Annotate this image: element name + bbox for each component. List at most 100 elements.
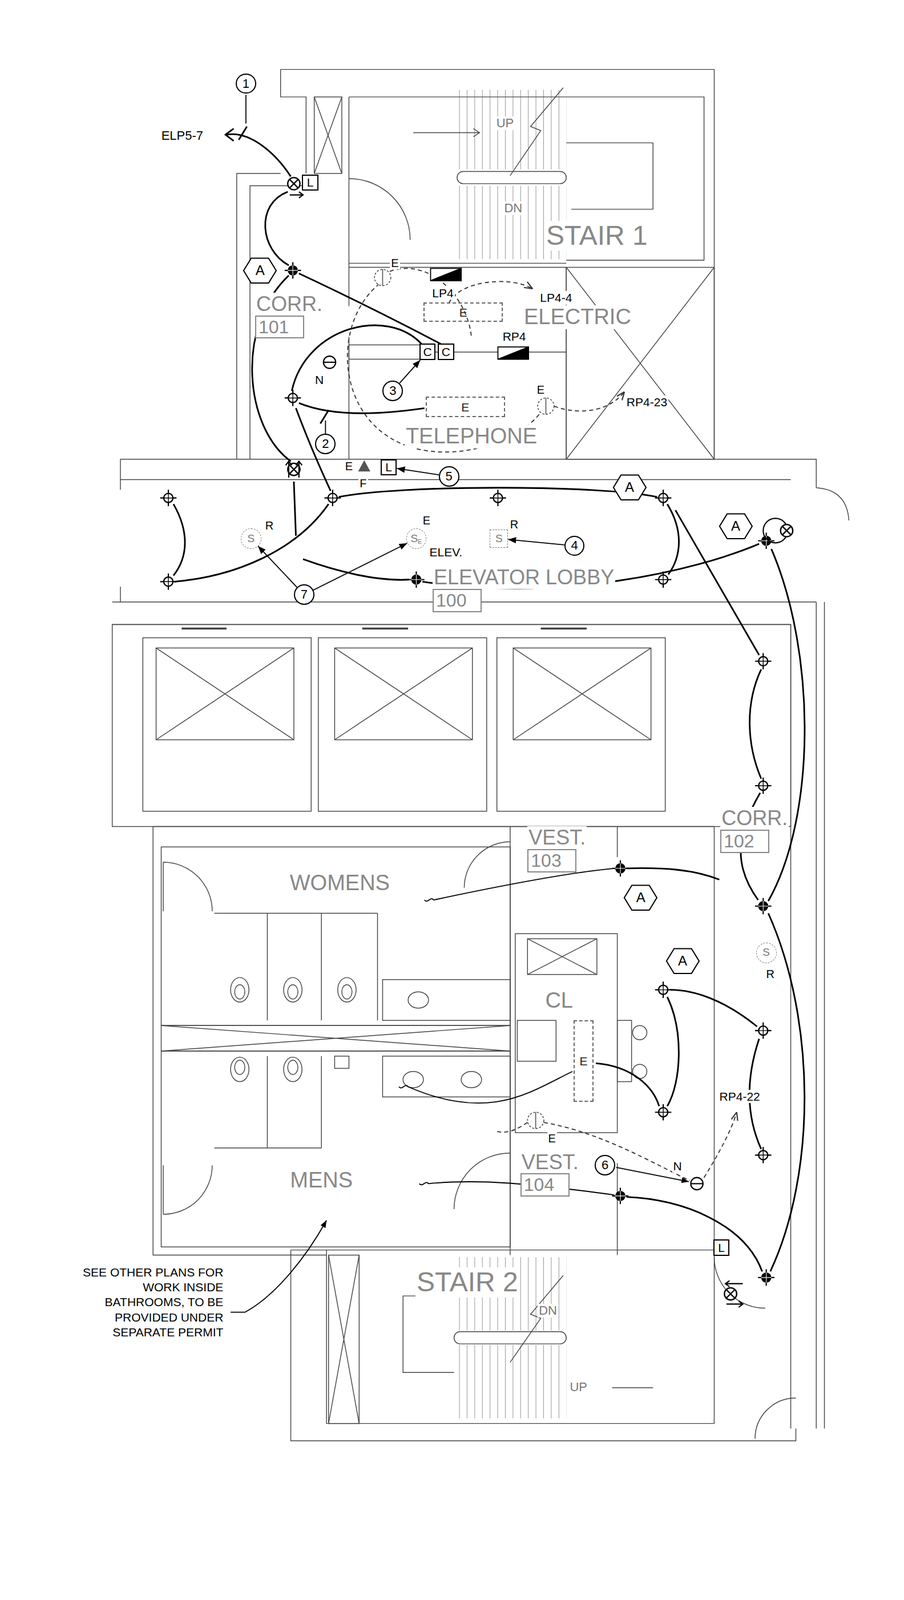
home-run-arrow [225,128,234,141]
plan-label: R [509,518,520,531]
wire-tick [238,126,329,424]
light-fixture [655,981,672,999]
wire [670,990,758,1027]
plan-label: ELP5-7 [160,128,205,143]
leader-arrow [313,543,408,591]
switch [323,356,704,1190]
room-outline [160,1051,510,1247]
shaft-x [527,938,597,975]
circuit-hexagon: A [242,257,278,284]
plan-label: E [344,459,354,473]
shaft [314,97,342,174]
circuit-hexagon: A [623,884,659,911]
shaft [328,1255,360,1424]
leader-line [230,1220,327,1313]
emergency-light [612,860,629,878]
node-text: E [461,400,470,414]
wire [299,402,425,414]
wire [295,408,331,491]
device-box: L [301,174,319,192]
home-run [704,1112,737,1178]
leader-arrow [507,539,564,545]
leader-arrow [399,360,421,383]
emergency-light [757,532,775,550]
plan-label: E [535,383,546,397]
plan-label: ELECTRIC [522,305,633,330]
callout-number: 4 [564,535,585,557]
emergency-light [612,1188,629,1205]
elevator-shaft [497,638,666,812]
callout-number: 1 [235,73,257,95]
chase-x [160,1025,510,1052]
wire [626,1197,763,1273]
stall [214,913,378,1148]
node-text: 3 [389,384,397,398]
wall [152,826,714,1255]
node-text: E [459,305,468,320]
callout-number: 3 [382,380,403,402]
plan-label: R [765,967,776,981]
wire [424,868,615,902]
light-fixture [755,1147,772,1164]
wire [265,191,289,266]
light-fixture [755,1022,772,1040]
plan-label: E [389,256,400,270]
leader-line [245,94,247,124]
elevator-block [112,624,791,827]
hexagon-shape [624,885,657,911]
fountain [632,1025,647,1040]
panel [430,268,529,359]
light-fixture [284,389,302,407]
shaft-x [328,1255,360,1424]
wall [236,69,715,460]
room-name: CORR. [720,806,789,830]
light-fixture [489,489,507,507]
exit-sign [287,463,300,476]
plan-label: CL [543,989,575,1014]
shaft-x [314,97,342,174]
plan-label: UP [568,1380,589,1395]
device-box: L [380,459,398,476]
dashed-wire [347,283,542,452]
wire [173,503,185,576]
plan-label: E [421,514,432,527]
fire-alarm [358,460,371,472]
node-text: 5 [445,469,453,484]
exit-sign [287,177,300,190]
plan-note: SEE OTHER PLANS FOR WORK INSIDE BATHROOM… [67,1265,225,1341]
hexagon-shape [612,475,646,501]
node-text: 7 [300,587,308,602]
shaft [566,267,714,460]
hexagon-shape [666,948,699,974]
room-number: 103 [527,849,577,873]
stair-arrow [413,87,653,210]
stair-rail [454,1332,567,1345]
wire [291,325,423,391]
node-text: A [636,890,646,906]
light-fixture [755,652,772,670]
node-text: E [579,1054,588,1068]
equipment-box: E [423,302,503,322]
wire [293,481,297,536]
door [348,178,410,240]
node-text: A [731,518,741,534]
home-run [226,134,292,177]
light-fixture [160,573,177,591]
exit-sign [724,1288,737,1301]
room-name: VEST. [520,1151,580,1174]
stair-treads [454,1345,567,1419]
hexagon-shape [243,257,277,284]
plan-label: RP4-23 [625,395,669,409]
callout-number: 6 [594,1155,616,1176]
node-text: L [307,175,314,189]
stair-treads [457,89,567,169]
dashed-circuits [347,268,737,1181]
plan-label: STAIR 2 [415,1267,520,1298]
room-name: ELEVATOR LOBBY [432,566,616,589]
dashed-wire [494,1122,528,1133]
room-tag: VEST.103 [527,826,587,873]
node-text: 6 [601,1158,609,1173]
node-text: C [422,345,432,359]
